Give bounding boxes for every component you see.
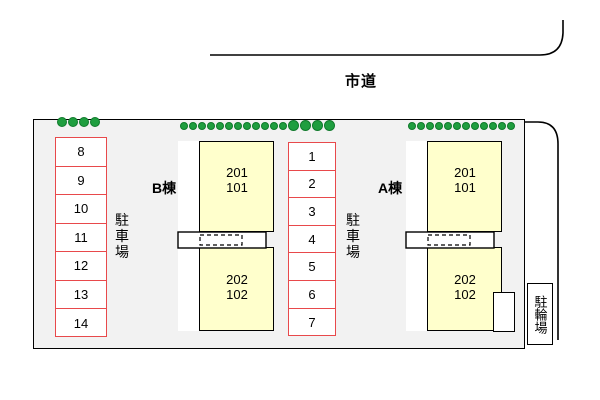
parking-stall[interactable]: 8	[56, 138, 106, 167]
hedge-dot	[189, 122, 197, 130]
bike-parking-box[interactable]: 駐輪場	[527, 283, 553, 345]
parking-stall[interactable]: 5	[289, 253, 335, 281]
hedge-dot	[435, 122, 443, 130]
hedge-row-center	[180, 120, 340, 134]
hedge-row-left	[57, 117, 107, 129]
unit-line1: 202	[226, 272, 248, 287]
building-a-utility-box	[493, 292, 515, 332]
unit-line1: 201	[226, 165, 248, 180]
hedge-dot	[198, 122, 206, 130]
building-b-lower-notch	[178, 247, 200, 331]
site-right-boundary	[525, 121, 559, 340]
hedge-dot	[288, 120, 299, 131]
parking-lot-left: 8 9 10 11 12 13 14	[55, 137, 107, 337]
bike-parking-label: 駐輪場	[532, 294, 548, 334]
parking-stall[interactable]: 11	[56, 224, 106, 252]
parking-stall[interactable]: 4	[289, 226, 335, 254]
unit-line2: 101	[454, 180, 476, 195]
parking-stall[interactable]: 12	[56, 252, 106, 281]
hedge-dot	[234, 122, 242, 130]
building-a-lower-notch	[406, 247, 428, 331]
hedge-dot	[68, 117, 78, 127]
unit-line2: 101	[226, 180, 248, 195]
hedge-dot	[180, 122, 188, 130]
unit-label-a-201: 201 101	[428, 165, 502, 195]
parking-stall[interactable]: 10	[56, 195, 106, 224]
unit-label-b-202: 202 102	[200, 272, 274, 302]
hedge-dot	[300, 120, 311, 131]
hedge-dot	[243, 122, 251, 130]
building-name-a: A棟	[378, 180, 403, 196]
hedge-dot	[453, 122, 461, 130]
hedge-dot	[312, 120, 323, 131]
hedge-dot	[207, 122, 215, 130]
parking-stall[interactable]: 6	[289, 281, 335, 309]
building-a-upper-notch	[406, 141, 428, 232]
hedge-dot	[270, 122, 278, 130]
hedge-dot	[507, 122, 515, 130]
building-a-entrance	[405, 231, 495, 249]
hedge-dot	[57, 117, 67, 127]
parking-stall[interactable]: 1	[289, 143, 335, 171]
building-b-entrance	[177, 231, 267, 249]
hedge-dot	[408, 122, 416, 130]
unit-line2: 102	[226, 287, 248, 302]
hedge-dot	[324, 120, 335, 131]
unit-line1: 202	[454, 272, 476, 287]
hedge-dot	[225, 122, 233, 130]
hedge-dot	[444, 122, 452, 130]
hedge-dot	[79, 117, 89, 127]
hedge-dot	[471, 122, 479, 130]
building-b-upper-notch	[178, 141, 200, 232]
unit-line1: 201	[454, 165, 476, 180]
hedge-row-right	[408, 120, 518, 134]
parking-label-center: 駐車場	[346, 212, 360, 260]
parking-stall[interactable]: 7	[308, 314, 316, 330]
parking-lot-center: 1 2 3 4 5 6 7	[288, 142, 336, 336]
parking-stall[interactable]: 9	[56, 167, 106, 195]
parking-stall[interactable]: 2	[289, 171, 335, 199]
hedge-dot	[489, 122, 497, 130]
building-name-b: B棟	[152, 180, 177, 196]
hedge-dot	[216, 122, 224, 130]
hedge-dot	[462, 122, 470, 130]
hedge-dot	[498, 122, 506, 130]
road-label: 市道	[345, 73, 378, 90]
hedge-dot	[426, 122, 434, 130]
parking-stall[interactable]: 3	[289, 198, 335, 226]
hedge-dot	[252, 122, 260, 130]
road-curve	[210, 20, 564, 56]
hedge-dot	[279, 122, 287, 130]
hedge-dot	[261, 122, 269, 130]
parking-label-left: 駐車場	[115, 212, 129, 260]
hedge-dot	[417, 122, 425, 130]
unit-line2: 102	[454, 287, 476, 302]
parking-stall[interactable]: 13	[56, 281, 106, 309]
hedge-dot	[90, 117, 100, 127]
parking-stall[interactable]: 14	[73, 315, 89, 331]
unit-label-a-202: 202 102	[428, 272, 502, 302]
unit-label-b-201: 201 101	[200, 165, 274, 195]
hedge-dot	[480, 122, 488, 130]
